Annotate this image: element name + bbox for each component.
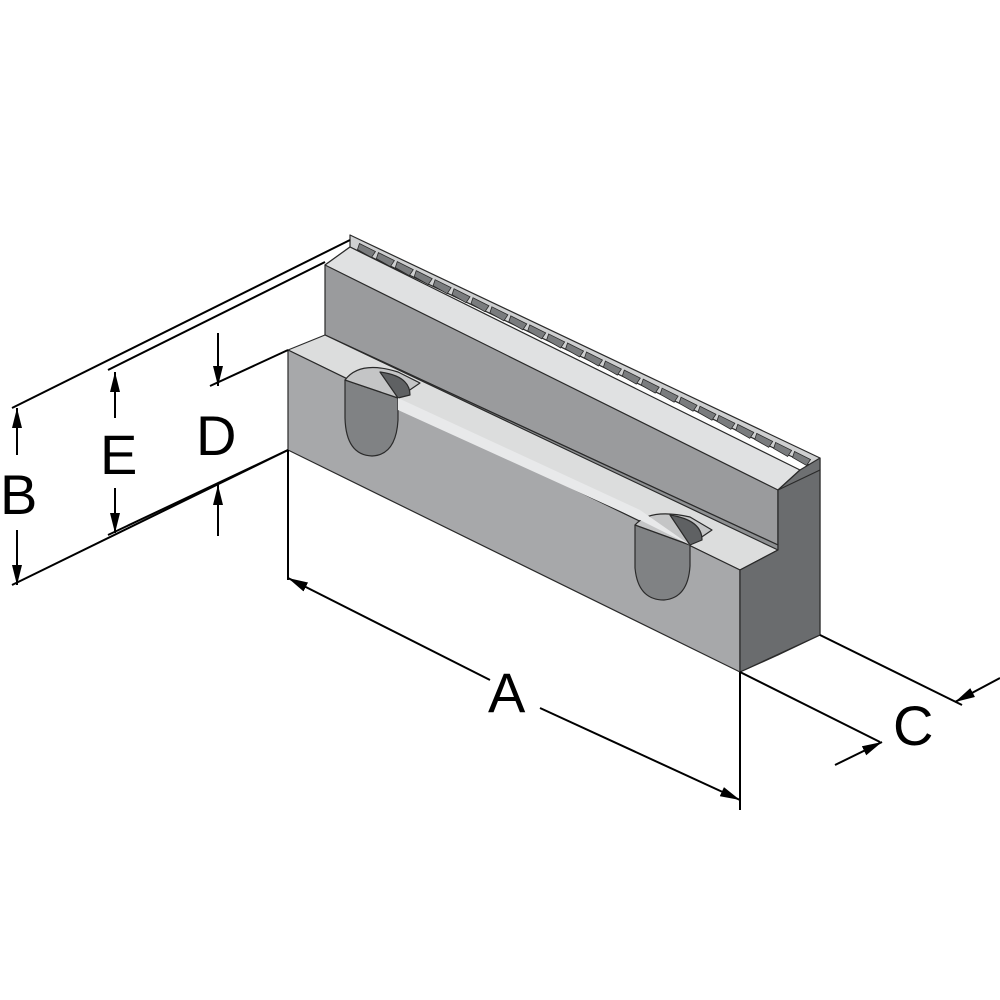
serration-tooth bbox=[678, 396, 698, 412]
dim-a-arrow-left bbox=[287, 577, 491, 681]
serration-tooth bbox=[602, 360, 622, 376]
serration-tooth bbox=[508, 315, 528, 331]
label-a: A bbox=[488, 661, 526, 724]
label-e: E bbox=[100, 423, 137, 486]
serration-tooth bbox=[546, 333, 566, 349]
dim-a-arrow-right bbox=[539, 707, 741, 801]
jaw-body bbox=[287, 234, 821, 673]
serration-tooth bbox=[394, 261, 414, 277]
serration-tooth bbox=[432, 279, 452, 295]
serration-tooth bbox=[413, 270, 433, 286]
dimension-lines bbox=[11, 239, 1000, 810]
dim-c-arrow-right bbox=[954, 677, 1000, 703]
label-d: D bbox=[196, 404, 236, 467]
serration-teeth bbox=[356, 242, 812, 467]
serration-tooth bbox=[754, 432, 774, 448]
label-b: B bbox=[0, 463, 37, 526]
serration-tooth bbox=[565, 342, 585, 358]
label-c: C bbox=[893, 694, 933, 757]
serration-tooth bbox=[773, 441, 793, 457]
ledge-highlight bbox=[398, 398, 690, 545]
serration-tooth bbox=[697, 405, 717, 421]
serration-tooth bbox=[735, 423, 755, 439]
serration-tooth bbox=[470, 297, 490, 313]
dim-c-arrow-left bbox=[834, 741, 883, 766]
serration-tooth bbox=[583, 351, 604, 367]
serration-tooth bbox=[640, 378, 660, 394]
serration-tooth bbox=[527, 324, 547, 340]
serration-tooth bbox=[451, 288, 471, 304]
serration-tooth bbox=[659, 387, 679, 403]
serration-tooth bbox=[489, 306, 509, 322]
serration-tooth bbox=[716, 414, 736, 430]
slot-pocket-left bbox=[344, 366, 421, 457]
serration-tooth bbox=[621, 369, 641, 385]
